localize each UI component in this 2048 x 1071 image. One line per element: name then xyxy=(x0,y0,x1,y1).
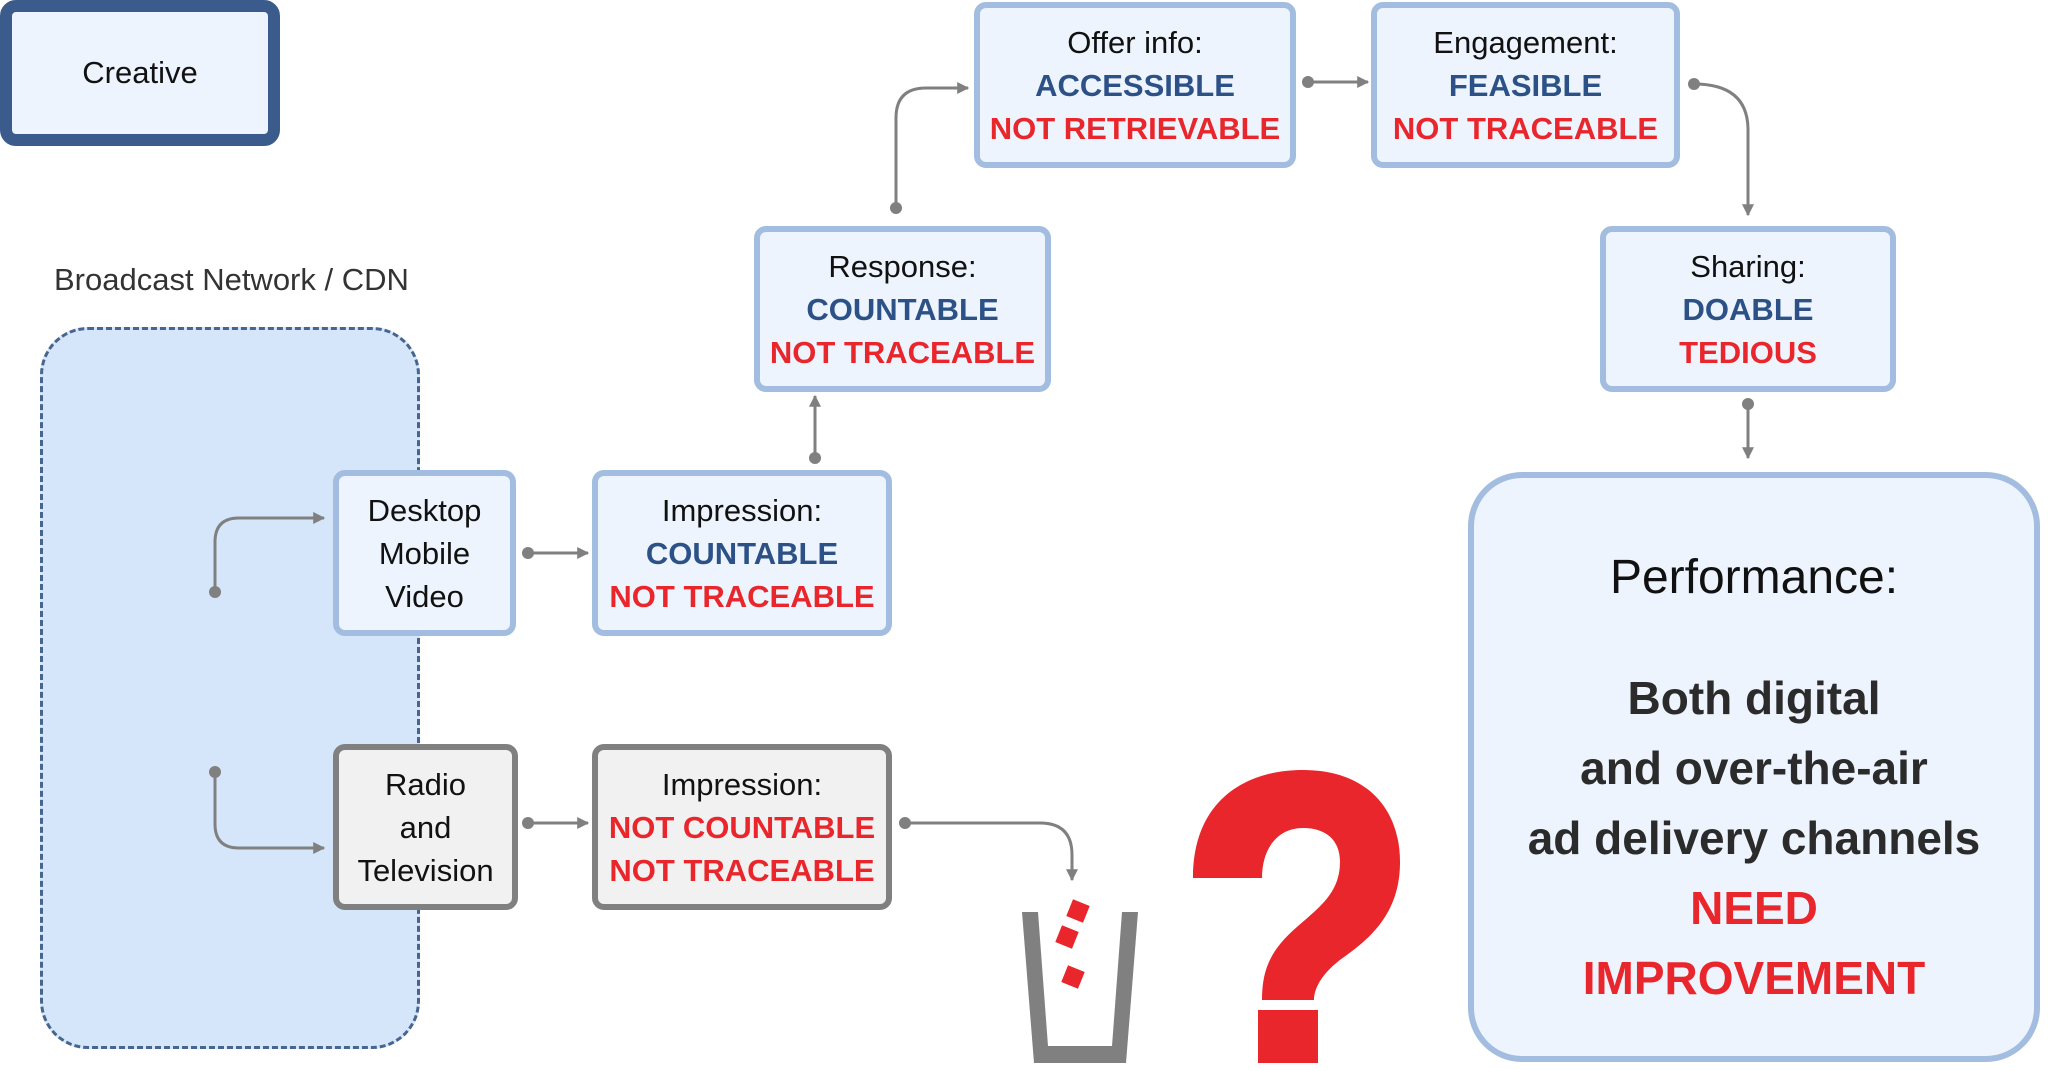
engagement-status2: NOT TRACEABLE xyxy=(1392,110,1659,146)
broadcast-channels-box: Radio and Television xyxy=(333,744,518,910)
sharing-title: Sharing: xyxy=(1690,248,1806,284)
channel-video: Video xyxy=(385,578,464,614)
channel-television: Television xyxy=(357,852,494,888)
broadcast-impression-status1: NOT COUNTABLE xyxy=(608,809,876,845)
broadcast-impression-box: Impression: NOT COUNTABLE NOT TRACEABLE xyxy=(592,744,892,910)
sharing-status1: DOABLE xyxy=(1682,291,1814,327)
performance-box: Performance: Both digital and over-the-a… xyxy=(1468,472,2040,1062)
connector-creative-digital xyxy=(213,512,326,592)
channel-and: and xyxy=(399,809,452,845)
response-status1: COUNTABLE xyxy=(806,291,999,327)
channel-radio: Radio xyxy=(385,766,466,802)
broadcast-impression-status2: NOT TRACEABLE xyxy=(609,852,875,888)
engagement-box: Engagement: FEASIBLE NOT TRACEABLE xyxy=(1371,2,1680,168)
offer-box: Offer info: ACCESSIBLE NOT RETRIEVABLE xyxy=(974,2,1296,168)
performance-need: NEED xyxy=(1690,882,1818,934)
question-mark-icon xyxy=(1193,770,1400,1063)
digital-impression-status2: NOT TRACEABLE xyxy=(609,578,875,614)
engagement-status1: FEASIBLE xyxy=(1448,67,1603,103)
network-zone xyxy=(40,327,420,1049)
digital-impression-title: Impression: xyxy=(661,492,823,528)
offer-status1: ACCESSIBLE xyxy=(1035,67,1235,103)
performance-line-1: Both digital xyxy=(1627,672,1881,724)
creative-box: Creative xyxy=(0,0,280,146)
performance-message: Both digital and over-the-air ad deliver… xyxy=(1474,663,2034,1013)
sharing-box: Sharing: DOABLE TEDIOUS xyxy=(1600,226,1896,392)
response-status2: NOT TRACEABLE xyxy=(769,334,1036,370)
engagement-title: Engagement: xyxy=(1433,24,1618,60)
broadcast-impression-title: Impression: xyxy=(661,766,823,802)
performance-improvement: IMPROVEMENT xyxy=(1582,952,1926,1004)
trash-can-icon xyxy=(1022,899,1138,1063)
performance-line-2: and over-the-air xyxy=(1580,742,1928,794)
performance-line-3: ad delivery channels xyxy=(1527,812,1981,864)
sharing-status2: TEDIOUS xyxy=(1679,334,1817,370)
creative-label: Creative xyxy=(82,55,198,90)
connector-impression-trash xyxy=(905,821,1078,882)
digital-impression-box: Impression: COUNTABLE NOT TRACEABLE xyxy=(592,470,892,636)
digital-impression-status1: COUNTABLE xyxy=(645,535,839,571)
connector-engagement-sharing xyxy=(1693,82,1754,217)
response-box: Response: COUNTABLE NOT TRACEABLE xyxy=(754,226,1051,392)
connector-creative-broadcast xyxy=(213,772,326,854)
offer-title: Offer info: xyxy=(1067,24,1203,60)
offer-status2: NOT RETRIEVABLE xyxy=(989,110,1281,146)
channel-mobile: Mobile xyxy=(378,535,471,571)
performance-title: Performance: xyxy=(1609,551,1899,604)
connector-response-offer xyxy=(894,82,970,208)
digital-channels-box: Desktop Mobile Video xyxy=(333,470,516,636)
channel-desktop: Desktop xyxy=(367,492,482,528)
network-label: Broadcast Network / CDN xyxy=(54,262,409,297)
response-title: Response: xyxy=(828,248,977,284)
